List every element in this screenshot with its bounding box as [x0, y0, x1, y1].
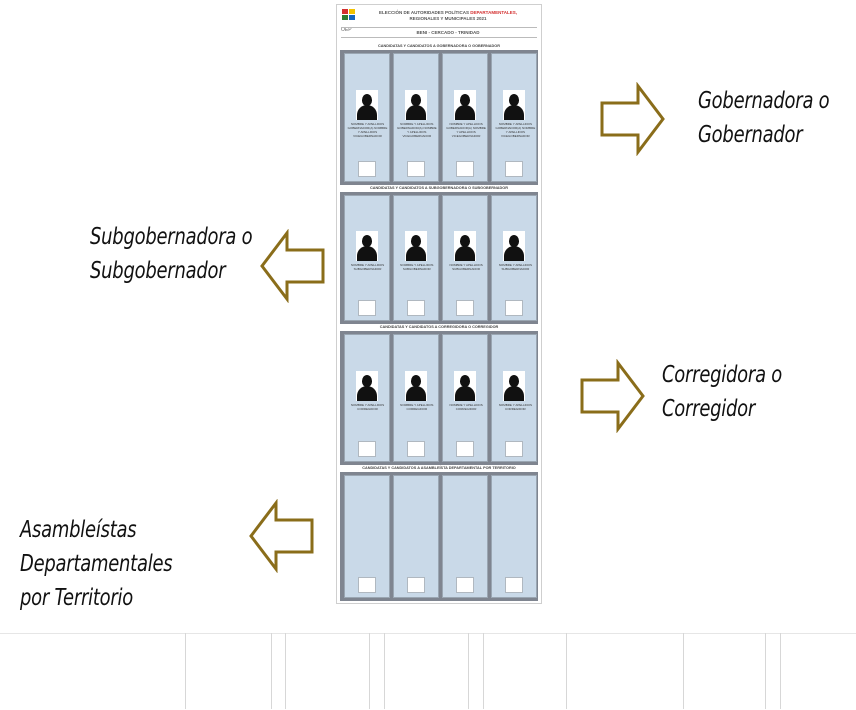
candidate-card: NOMBRE Y APELLIDOS GOBERNADOR(A) NOMBRE …	[343, 53, 390, 182]
bottom-strip	[0, 633, 856, 710]
candidate-caption: NOMBRE Y APELLIDOS CORREGIDOR	[400, 403, 434, 411]
vote-box[interactable]	[505, 441, 524, 457]
section-body: NOMBRE Y APELLIDOS CORREGIDOR NOMBRE Y AP…	[340, 331, 538, 465]
divider	[483, 633, 484, 709]
candidate-silhouette-icon	[503, 371, 526, 401]
candidate-card: NOMBRE Y APELLIDOS SUBGOBERNADOR	[343, 195, 390, 321]
candidate-caption: NOMBRE Y APELLIDOS GOBERNADOR(A) NOMBRE …	[495, 122, 536, 138]
vote-box[interactable]	[357, 161, 376, 177]
candidate-card: NOMBRE Y APELLIDOS SUBGOBERNADOR	[442, 195, 489, 321]
candidate-caption: NOMBRE Y APELLIDOS SUBGOBERNADOR	[449, 263, 483, 271]
candidate-card: NOMBRE Y APELLIDOS GOBERNADOR(A) NOMBRE …	[392, 53, 439, 182]
candidate-silhouette-icon	[404, 231, 427, 261]
ballot-title: ELECCIÓN DE AUTORIDADES POLÍTICAS DEPART…	[378, 10, 518, 21]
arrow-left-icon	[260, 229, 325, 303]
divider	[271, 633, 272, 709]
section-title: CANDIDATAS Y CANDIDATOS A CORREGIDORA O …	[379, 325, 499, 329]
divider	[185, 633, 186, 709]
candidate-silhouette-icon	[503, 90, 526, 120]
candidate-caption: NOMBRE Y APELLIDOS CORREGIDOR	[449, 403, 483, 411]
label-asambleistas: Asambleístas Departamentales por Territo…	[20, 517, 173, 611]
ballot-section: CANDIDATAS Y CANDIDATOS A CORREGIDORA O …	[340, 324, 538, 465]
divider	[780, 633, 781, 709]
candidate-card	[343, 475, 390, 598]
candidate-card: NOMBRE Y APELLIDOS GOBERNADOR(A) NOMBRE …	[491, 53, 538, 182]
divider	[341, 37, 537, 38]
candidate-silhouette-icon	[454, 371, 477, 401]
candidate-card	[491, 475, 538, 598]
section-title: CANDIDATAS Y CANDIDATOS A SUBGOBERNADORA…	[370, 186, 508, 190]
candidate-card: NOMBRE Y APELLIDOS SUBGOBERNADOR	[392, 195, 439, 321]
vote-box[interactable]	[406, 161, 425, 177]
section-title: CANDIDATAS Y CANDIDATOS A ASAMBLEÍSTA DE…	[362, 466, 516, 470]
divider	[468, 633, 469, 709]
divider	[566, 633, 567, 709]
candidate-caption: NOMBRE Y APELLIDOS CORREGIDOR	[498, 403, 533, 411]
candidate-caption: NOMBRE Y APELLIDOS SUBGOBERNADOR	[498, 263, 533, 271]
section-body	[340, 472, 538, 601]
section-body: NOMBRE Y APELLIDOS SUBGOBERNADOR NOMBRE Y…	[340, 192, 538, 324]
label-gobernador: Gobernadora o Gobernador	[698, 88, 830, 148]
vote-box[interactable]	[406, 577, 425, 593]
divider	[384, 633, 385, 709]
candidate-silhouette-icon	[454, 90, 477, 120]
candidate-card: NOMBRE Y APELLIDOS CORREGIDOR	[442, 334, 489, 462]
label-corregidor: Corregidora o Corregidor	[662, 362, 783, 422]
candidate-card	[442, 475, 489, 598]
section-title: CANDIDATAS Y CANDIDATOS A GOBERNADORA O …	[378, 44, 500, 48]
candidate-silhouette-icon	[355, 371, 378, 401]
vote-box[interactable]	[505, 161, 524, 177]
ballot-subtitle: BENI - CERCADO - TRINIDAD	[416, 30, 480, 35]
candidate-card: NOMBRE Y APELLIDOS GOBERNADOR(A) NOMBRE …	[442, 53, 489, 182]
ballot: OEP ELECCIÓN DE AUTORIDADES POLÍTICAS DE…	[336, 4, 542, 604]
candidate-card: NOMBRE Y APELLIDOS CORREGIDOR	[343, 334, 390, 462]
candidate-silhouette-icon	[454, 231, 477, 261]
vote-box[interactable]	[456, 161, 475, 177]
candidate-caption: NOMBRE Y APELLIDOS GOBERNADOR(A) NOMBRE …	[396, 122, 437, 138]
arrow-right-icon	[580, 359, 645, 433]
vote-box[interactable]	[456, 300, 475, 316]
divider	[683, 633, 684, 709]
vote-box[interactable]	[505, 300, 524, 316]
divider	[369, 633, 370, 709]
arrow-left-icon	[249, 499, 314, 573]
oep-logo	[342, 9, 356, 27]
vote-box[interactable]	[505, 577, 524, 593]
divider	[285, 633, 286, 709]
candidate-caption: NOMBRE Y APELLIDOS GOBERNADOR(A) NOMBRE …	[347, 122, 388, 138]
vote-box[interactable]	[456, 577, 475, 593]
candidate-card: NOMBRE Y APELLIDOS CORREGIDOR	[491, 334, 538, 462]
vote-box[interactable]	[357, 300, 376, 316]
ballot-section: CANDIDATAS Y CANDIDATOS A SUBGOBERNADORA…	[340, 185, 538, 324]
ballot-section: CANDIDATAS Y CANDIDATOS A GOBERNADORA O …	[340, 43, 538, 185]
candidate-caption: NOMBRE Y APELLIDOS SUBGOBERNADOR	[400, 263, 434, 271]
ballot-section: CANDIDATAS Y CANDIDATOS A ASAMBLEÍSTA DE…	[340, 465, 538, 601]
candidate-card	[392, 475, 439, 598]
vote-box[interactable]	[406, 300, 425, 316]
ballot-header: OEP ELECCIÓN DE AUTORIDADES POLÍTICAS DE…	[337, 5, 541, 45]
candidate-card: NOMBRE Y APELLIDOS CORREGIDOR	[392, 334, 439, 462]
candidate-caption: NOMBRE Y APELLIDOS CORREGIDOR	[350, 403, 385, 411]
vote-box[interactable]	[357, 577, 376, 593]
candidate-silhouette-icon	[503, 231, 526, 261]
candidate-card: NOMBRE Y APELLIDOS SUBGOBERNADOR	[491, 195, 538, 321]
logo-text: OEP	[341, 27, 352, 33]
candidate-caption: NOMBRE Y APELLIDOS GOBERNADOR(A) NOMBRE …	[446, 122, 486, 138]
section-body: NOMBRE Y APELLIDOS GOBERNADOR(A) NOMBRE …	[340, 50, 538, 185]
arrow-right-icon	[600, 82, 665, 156]
candidate-silhouette-icon	[404, 90, 427, 120]
divider	[765, 633, 766, 709]
candidate-silhouette-icon	[404, 371, 427, 401]
divider	[341, 27, 537, 28]
candidate-caption: NOMBRE Y APELLIDOS SUBGOBERNADOR	[350, 263, 385, 271]
candidate-silhouette-icon	[355, 231, 378, 261]
label-subgobernador: Subgobernadora o Subgobernador	[90, 224, 253, 284]
candidate-silhouette-icon	[355, 90, 378, 120]
vote-box[interactable]	[406, 441, 425, 457]
vote-box[interactable]	[357, 441, 376, 457]
vote-box[interactable]	[456, 441, 475, 457]
